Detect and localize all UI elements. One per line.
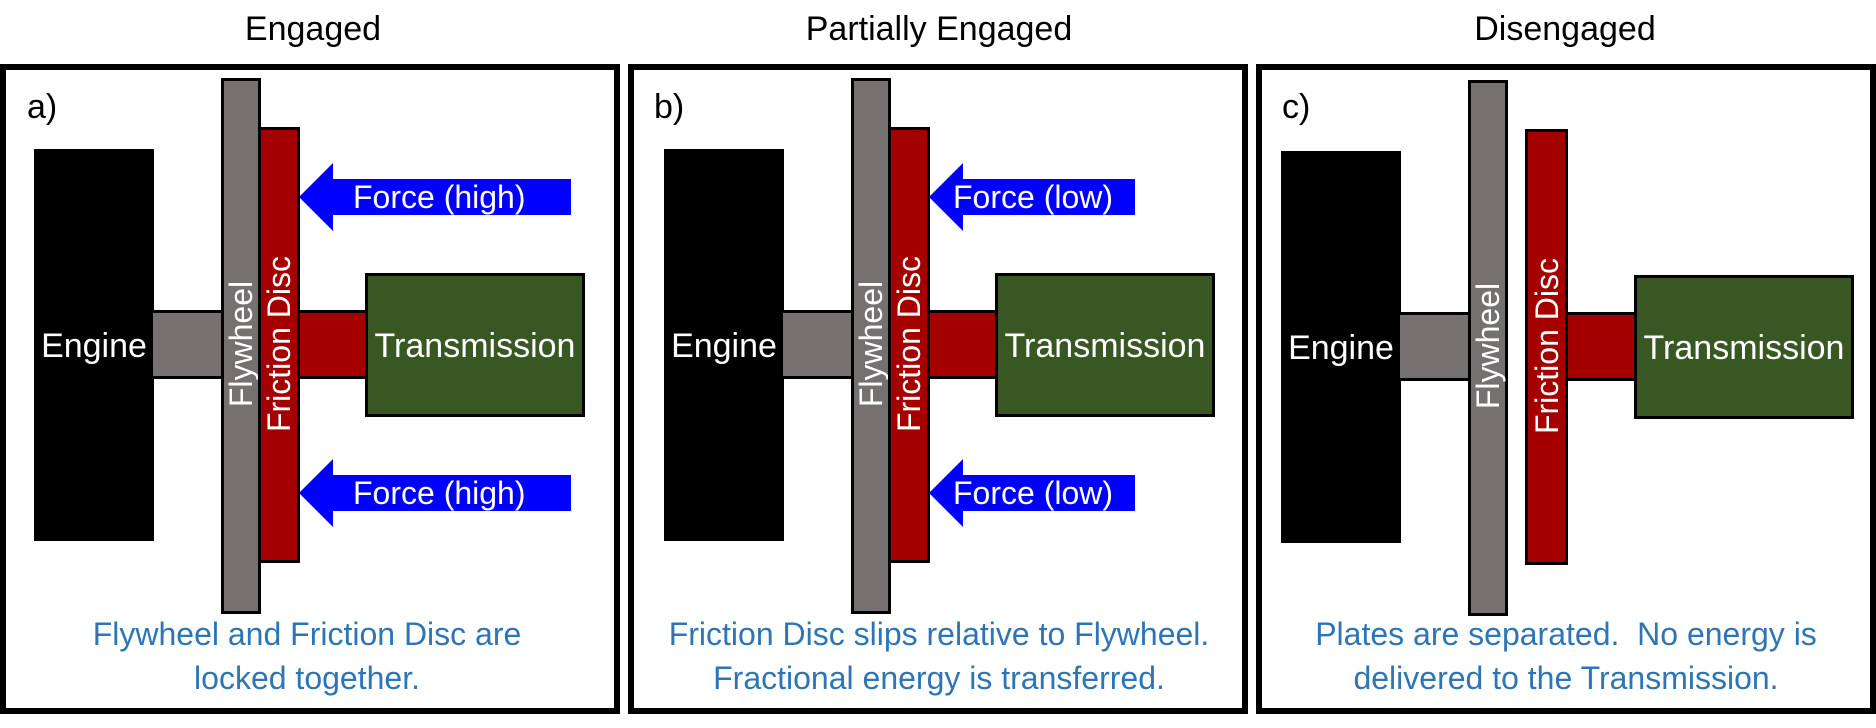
force-label: Force (high)	[353, 475, 526, 511]
friction-disc-label: Friction Disc	[1529, 258, 1565, 435]
friction-disc-label: Friction Disc	[891, 256, 927, 433]
arrow-shaft	[962, 475, 1135, 511]
friction-disc-label: Friction Disc	[261, 256, 297, 433]
arrow-shaft	[962, 179, 1135, 215]
caption: Flywheel and Friction Disc are locked to…	[27, 612, 587, 700]
arrow-head-icon	[929, 459, 963, 527]
friction-disc-plate	[1525, 129, 1568, 565]
force-label: Force (low)	[953, 179, 1114, 215]
engine-label: Engine	[671, 326, 777, 365]
flywheel-label: Flywheel	[1470, 282, 1506, 410]
arrow-head-icon	[299, 459, 333, 527]
transmission-block	[1634, 275, 1854, 419]
panel-title: Disengaged	[1474, 10, 1656, 48]
transmission-block	[995, 273, 1215, 417]
flywheel-plate	[1468, 80, 1508, 616]
panel-title: Engaged	[244, 10, 382, 48]
force-arrow-bottom: Force (low)	[929, 459, 1135, 527]
arrow-head-icon	[929, 163, 963, 231]
force-arrow-top: Force (low)	[929, 163, 1135, 231]
friction-disc-plate	[258, 127, 300, 563]
force-arrow-top: Force (high)	[299, 163, 571, 231]
panel-partially-engaged: Partially Engaged b) Engine Flywheel Fri…	[626, 0, 1252, 728]
caption: Plates are separated. No energy is deliv…	[1286, 612, 1846, 700]
engine-shaft	[780, 310, 856, 379]
panel-title: Partially Engaged	[805, 10, 1073, 48]
arrow-head-icon	[299, 163, 333, 231]
caption-line-1: Friction Disc slips relative to Flywheel…	[668, 616, 1210, 652]
transmission-block	[365, 273, 585, 417]
panel-engaged: Engaged a) Engine Flywheel Friction Disc…	[0, 0, 626, 728]
panel-letter: a)	[27, 88, 58, 126]
caption-line-2: locked together.	[194, 660, 420, 696]
caption-line-2: Fractional energy is transferred.	[713, 660, 1165, 696]
friction-disc-plate	[888, 127, 930, 563]
force-label: Force (low)	[953, 475, 1114, 511]
caption-line-1: Flywheel and Friction Disc are	[92, 616, 522, 652]
panel-frame	[628, 64, 1248, 714]
engine-block	[34, 149, 154, 541]
panel-frame	[1256, 64, 1876, 714]
force-arrow-bottom: Force (high)	[299, 459, 571, 527]
engine-shaft	[1397, 312, 1473, 381]
engine-label: Engine	[41, 326, 147, 365]
engine-shaft	[150, 310, 226, 379]
transmission-label: Transmission	[1643, 328, 1845, 367]
caption-line-1: Plates are separated. No energy is	[1315, 616, 1817, 652]
caption-line-2: delivered to the Transmission.	[1353, 660, 1779, 696]
transmission-label: Transmission	[1004, 326, 1206, 365]
panel-frame	[0, 64, 620, 714]
force-label: Force (high)	[353, 179, 526, 215]
panel-letter: b)	[654, 88, 685, 126]
arrow-shaft	[332, 179, 571, 215]
flywheel-plate	[851, 78, 891, 614]
caption: Friction Disc slips relative to Flywheel…	[659, 612, 1219, 700]
panel-letter: c)	[1282, 88, 1311, 126]
arrow-shaft	[332, 475, 571, 511]
transmission-label: Transmission	[374, 326, 576, 365]
engine-block	[664, 149, 784, 541]
engine-label: Engine	[1288, 328, 1394, 367]
panel-disengaged: Disengaged c) Engine Flywheel Friction D…	[1252, 0, 1876, 728]
